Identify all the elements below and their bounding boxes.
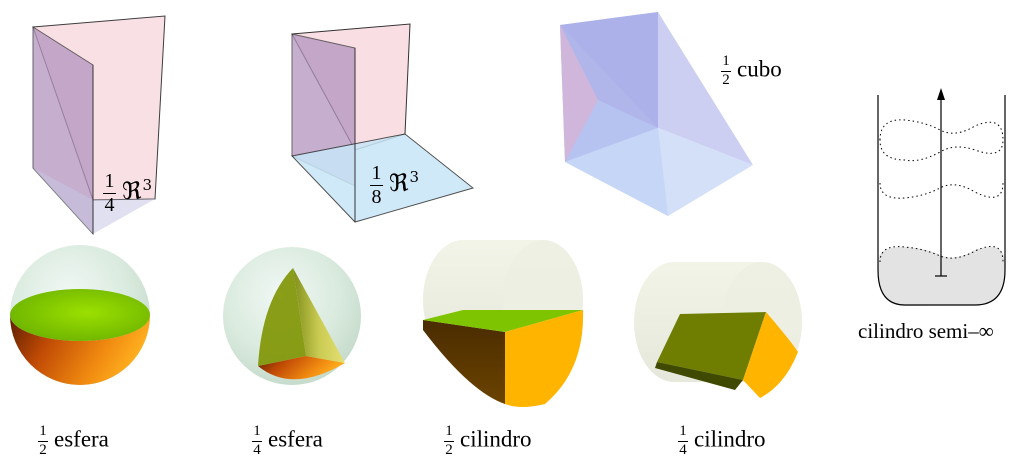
- label-quarter-sphere: 1 4 esfera: [252, 423, 323, 458]
- quarter-cylinder-top: [657, 312, 766, 380]
- quarter-sphere-figure: [223, 247, 361, 385]
- label-quarter-space: 1 4 ℜ3: [103, 170, 153, 216]
- half-cylinder-end: [505, 310, 584, 407]
- half-sphere-cut: [10, 289, 150, 341]
- label-quarter-cylinder: 1 4 cilindro: [678, 423, 766, 458]
- floor-plane: [291, 133, 475, 223]
- cube-left-face: [560, 25, 598, 162]
- half-cylinder-figure: [423, 240, 584, 407]
- label-semi-infinite-cylinder: cilindro semi–∞: [858, 319, 994, 343]
- half-sphere-shell: [10, 315, 150, 385]
- label-half-cube: 1 2 cubo: [721, 53, 782, 88]
- half-cylinder-dark-side: [423, 320, 505, 404]
- quarter-sphere-shell: [258, 356, 345, 380]
- lower-plane: [33, 168, 155, 234]
- cube-diag-face: [565, 100, 668, 216]
- semi-infinite-cylinder-figure: [877, 88, 1006, 306]
- arrow-head-icon: [937, 88, 945, 100]
- quarter-space-figure: [32, 15, 166, 236]
- quarter-sphere-right-face: [293, 268, 345, 363]
- quarter-cylinder-figure: [634, 262, 802, 398]
- label-half-sphere: 1 2 esfera: [38, 423, 109, 458]
- half-cylinder-cut: [423, 310, 583, 332]
- eighth-space-figure: [291, 23, 475, 223]
- quarter-sphere-left-face: [258, 268, 306, 366]
- quarter-cylinder-end: [743, 312, 798, 398]
- label-half-cylinder: 1 2 cilindro: [444, 423, 532, 458]
- quarter-cylinder-front: [655, 362, 743, 390]
- fraction-eighth: 1 8: [370, 162, 383, 208]
- half-cube-figure: [560, 12, 753, 216]
- fraction-quarter: 1 4: [103, 170, 116, 216]
- dotted-section-middle: [879, 182, 1004, 199]
- cylinder-walls: [877, 95, 1006, 306]
- label-eighth-space: 1 8 ℜ3: [370, 162, 420, 208]
- half-sphere-figure: [10, 245, 150, 385]
